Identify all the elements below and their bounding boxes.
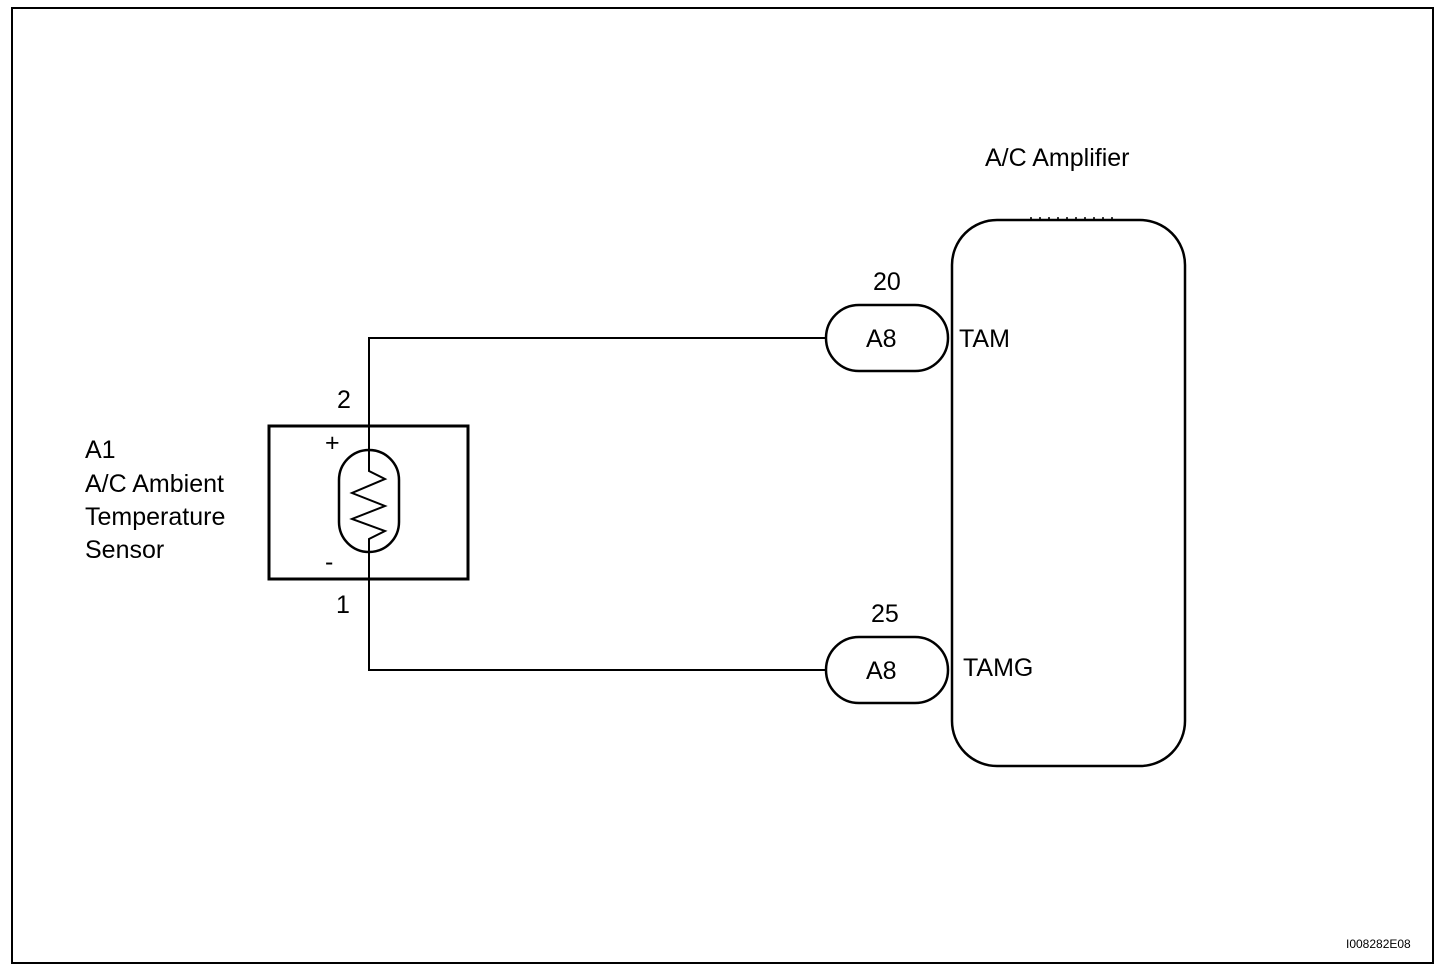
sensor-name-line3: Sensor — [85, 536, 164, 564]
wire-tamg — [368, 552, 826, 671]
connector-tamg-pin: 25 — [871, 600, 899, 628]
sensor-minus-sign: - — [325, 548, 333, 576]
sensor-name-line1: A/C Ambient — [85, 470, 224, 498]
resistor-zigzag-icon — [349, 452, 388, 552]
wire-tam — [368, 337, 826, 452]
diagram-frame — [11, 7, 1434, 964]
sensor-pin-bottom: 1 — [336, 591, 350, 619]
connector-tam-code: A8 — [866, 325, 897, 353]
connector-tam-pin: 20 — [873, 268, 901, 296]
sensor-code: A1 — [85, 436, 116, 464]
amplifier-title: A/C Amplifier — [985, 144, 1129, 172]
terminal-tamg: TAMG — [963, 654, 1033, 682]
terminal-tam: TAM — [959, 325, 1010, 353]
sensor-plus-sign: + — [325, 429, 340, 457]
figure-id: I008282E08 — [1346, 937, 1411, 951]
sensor-name-line2: Temperature — [85, 503, 225, 531]
sensor-pin-top: 2 — [337, 386, 351, 414]
connector-tamg — [824, 635, 950, 705]
connector-tam — [824, 303, 950, 373]
connector-tamg-code: A8 — [866, 657, 897, 685]
amplifier-box — [950, 218, 1187, 768]
